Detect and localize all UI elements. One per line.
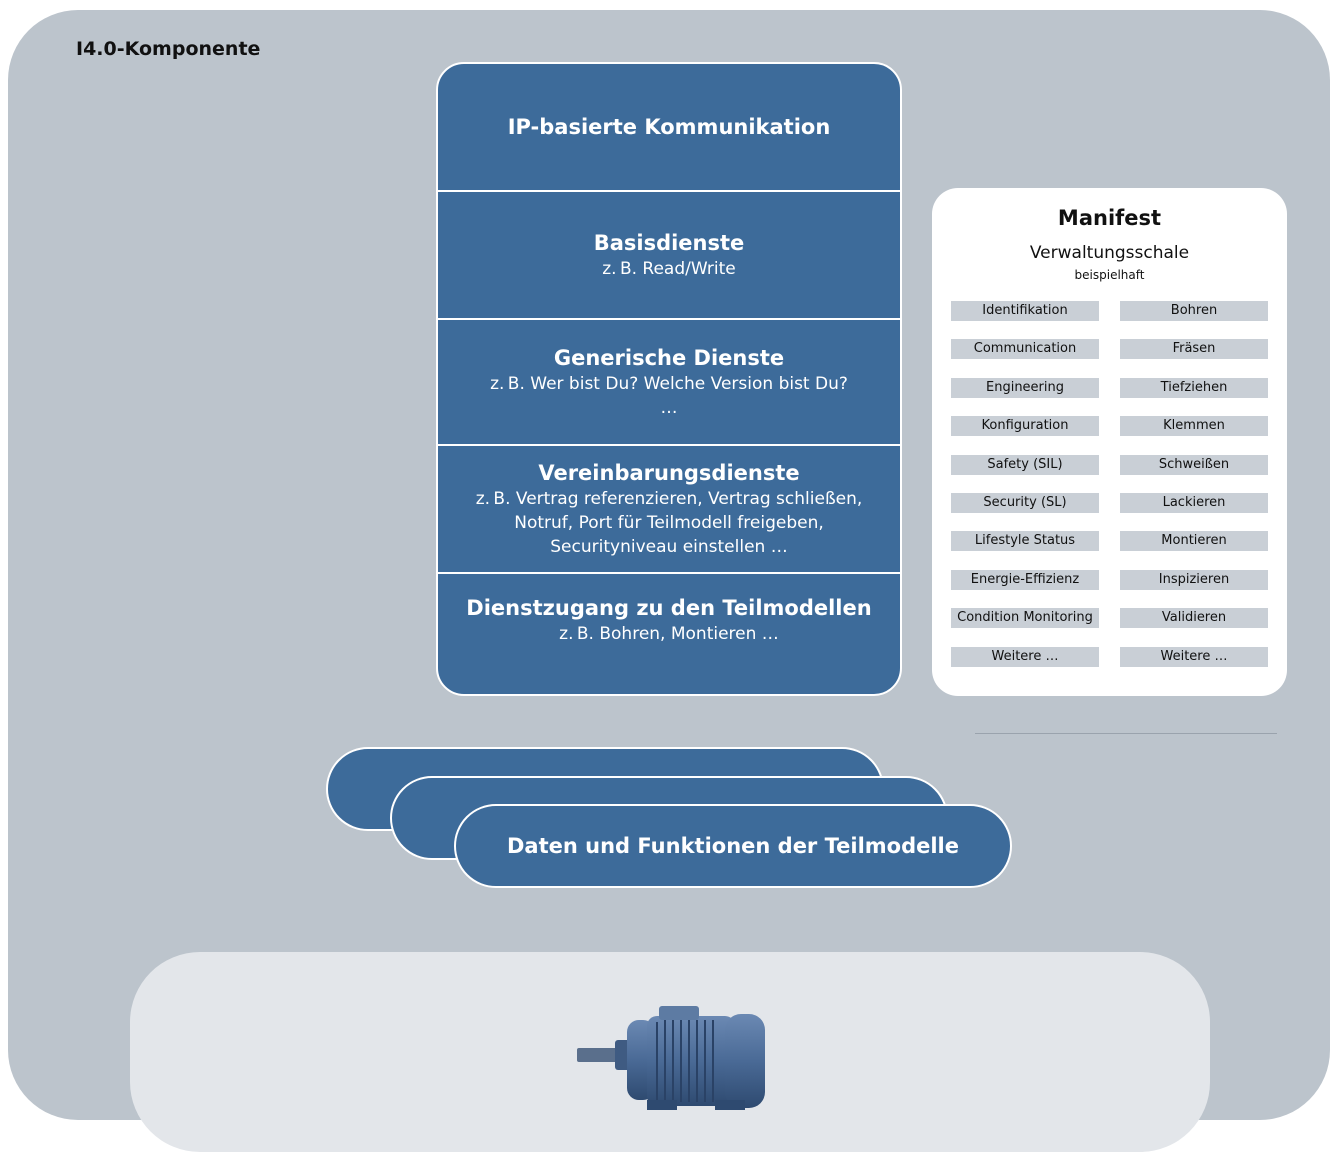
manifest-item-right: Weitere … [1120,646,1268,667]
layer-example: z. B. Bohren, Montieren … [559,624,779,644]
electric-motor-image [577,1006,765,1110]
manifest-subtitle: Verwaltungsschale [1029,243,1190,263]
manifest-item-left: Konfiguration [951,416,1099,437]
layer-example: Notruf, Port für Teilmodell freigeben, [514,513,824,533]
manifest-item-left: Energie-Effizienz [951,569,1099,590]
manifest-item-right: Inspizieren [1120,569,1268,590]
divider-line [975,733,1277,734]
submodel-pill-front: Daten und Funktionen der Teilmodelle [454,804,1012,888]
manifest-item-right: Klemmen [1120,416,1268,437]
manifest-item-right: Montieren [1120,531,1268,552]
manifest-item-left: Communication [951,339,1099,360]
layer-example-ellipsis: … [660,398,678,418]
manifest-item-right: Lackieren [1120,493,1268,513]
manifest-item-left: Safety (SIL) [951,454,1099,475]
manifest-item-left: Identifikation [951,301,1099,321]
layer-title: Vereinbarungsdienste [538,461,800,485]
layer-title: Basisdienste [593,231,745,255]
manifest-item-right: Tiefziehen [1120,377,1268,398]
manifest-item-right: Schweißen [1120,454,1268,475]
manifest-item-left: Engineering [951,377,1099,398]
service-layer-stack: IP-basierte Kommunikation Basisdienste z… [436,62,902,696]
layer-title: Generische Dienste [553,346,785,370]
manifest-item-left: Condition Monitoring [951,608,1099,629]
manifest-title: Manifest [1057,206,1162,230]
manifest-item-left: Security (SL) [951,493,1099,513]
layer-title: IP-basierte Kommunikation [507,115,831,139]
layer-submodel-access: Dienstzugang zu den Teilmodellen z. B. B… [438,572,900,694]
manifest-item-left: Weitere … [951,646,1099,667]
layer-generic-services: Generische Dienste z. B. Wer bist Du? We… [438,318,900,444]
layer-title: Dienstzugang zu den Teilmodellen [466,596,872,620]
layer-example: z. B. Wer bist Du? Welche Version bist D… [490,374,848,394]
component-label: I4.0-Komponente [76,38,261,60]
layer-example: Securityniveau einstellen … [550,537,788,557]
manifest-item-right: Bohren [1120,301,1268,321]
layer-basic-services: Basisdienste z. B. Read/Write [438,190,900,318]
layer-ip-communication: IP-basierte Kommunikation [438,64,900,190]
layer-example: z. B. Read/Write [602,259,736,279]
manifest-item-right: Validieren [1120,608,1268,629]
manifest-item-right: Fräsen [1120,339,1268,360]
manifest-panel: Manifest Verwaltungsschale beispielhaft … [932,188,1287,696]
manifest-item-left: Lifestyle Status [951,531,1099,552]
layer-agreement-services: Vereinbarungsdienste z. B. Vertrag refer… [438,444,900,572]
layer-example: z. B. Vertrag referenzieren, Vertrag sch… [475,489,863,509]
submodel-label: Daten und Funktionen der Teilmodelle [506,834,959,858]
manifest-note: beispielhaft [1074,268,1145,282]
